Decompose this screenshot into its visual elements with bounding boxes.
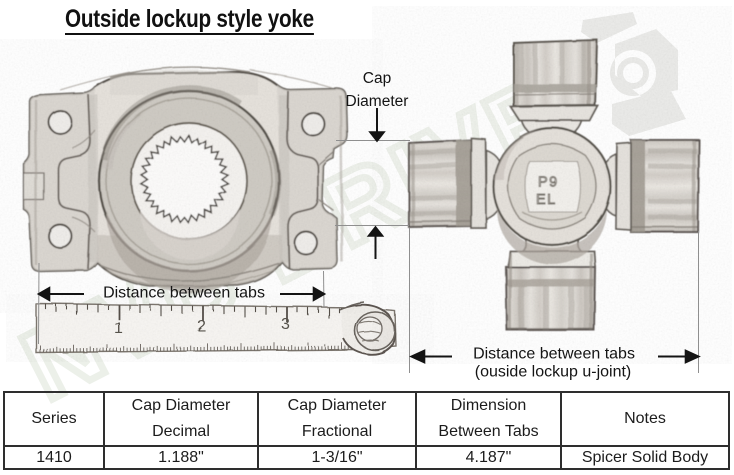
- svg-text:Diameter: Diameter: [346, 93, 409, 110]
- svg-text:Distance between tabs: Distance between tabs: [473, 346, 635, 363]
- svg-text:Distance between tabs: Distance between tabs: [103, 285, 265, 302]
- svg-text:Cap: Cap: [363, 70, 391, 87]
- svg-text:(ouside lockup u-joint): (ouside lockup u-joint): [475, 364, 632, 381]
